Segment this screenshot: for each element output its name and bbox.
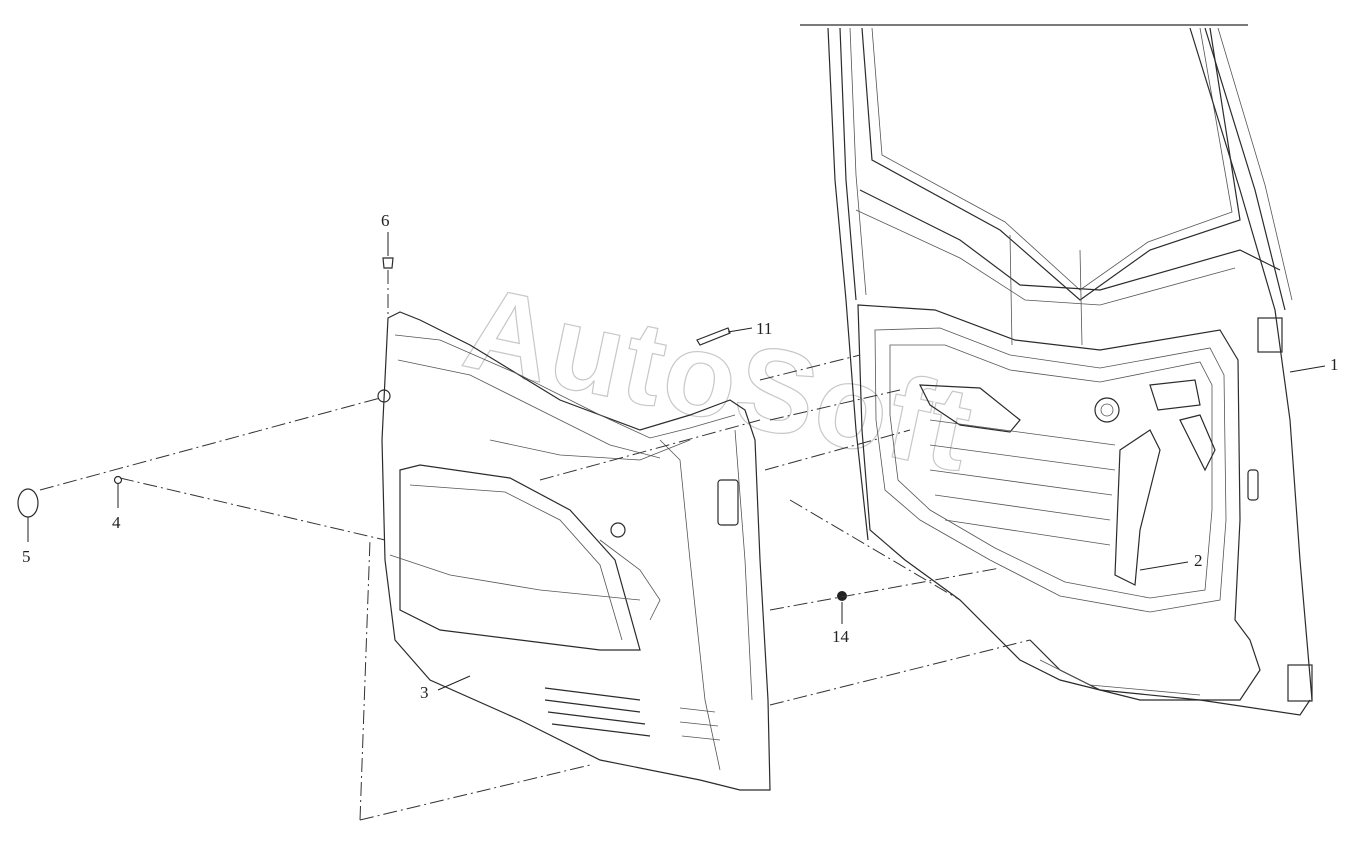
watermark: AutoSoft [453,261,984,498]
belt-line [859,189,1281,291]
panel-rib-5 [944,519,1111,546]
frame-right-pillar-outer [1189,27,1313,701]
axis-line-bottom [359,764,591,821]
window-opening-inner [871,27,1233,291]
clip-hole [610,522,626,538]
frame-vertical-marker-1 [1009,234,1013,346]
trim-panel-armrest-lower [489,439,691,461]
side-slot-2 [679,721,719,727]
callout-labels: 1 2 3 4 5 6 11 14 [22,211,1339,702]
axis-line-upper-1 [759,354,861,381]
door-trim-panel-part-3 [377,311,771,791]
handle-recess [717,479,739,526]
door-bottom-edge [1029,639,1311,716]
window-opening [861,27,1241,301]
panel-rib-3 [929,469,1113,496]
frame-left-pillar-edge [849,27,867,296]
panel-rib-1 [929,419,1116,446]
leader-11 [727,327,753,333]
door-frame-part-1 [800,24,1313,716]
handle-opening [1149,379,1201,411]
callout-3: 3 [420,683,429,702]
callout-6: 6 [381,211,390,230]
callout-5: 5 [22,547,31,566]
side-access-hole [1114,429,1161,586]
lower-hinge [1287,664,1313,702]
axis-line-upper-2 [769,389,901,421]
part-6-clip [382,257,394,269]
callout-1: 1 [1330,355,1339,374]
trim-panel-armrest-line [397,359,661,459]
map-pocket-lip [389,554,641,601]
side-slot-1 [679,707,716,713]
frame-right-pillar-inner [1204,27,1286,311]
trim-rear-edge [734,429,753,701]
map-pocket-rim [409,484,623,641]
screw-boss [377,389,391,403]
leader-3 [437,675,471,691]
callout-11: 11 [756,319,772,338]
trim-edge-strip [659,439,721,771]
map-pocket [399,464,641,651]
axis-line-14 [769,567,1001,611]
grille-slot-3 [547,711,646,725]
assembly-lines [39,270,1031,821]
axis-line-diagonal [789,499,961,601]
callout-leaders [27,232,1326,691]
speaker-hole [1094,397,1120,423]
panel-rib-2 [929,444,1116,471]
frame-left-pillar-inner [839,27,857,301]
callout-2: 2 [1194,551,1203,570]
pillar-slot [1247,469,1259,501]
grille-slot-2 [544,699,641,713]
belt-line-inner [855,209,1236,306]
watermark-text: AutoSoft [454,261,984,497]
frame-left-pillar-outer [827,27,869,541]
door-inner-panel-recess-edge [889,344,1213,599]
latch-opening [1179,414,1216,472]
door-inner-panel-recess [874,327,1227,613]
grille-slot-4 [551,723,651,737]
axis-line-5-to-boss [39,397,381,491]
leader-2 [1139,561,1189,571]
axis-line-left-vertical [359,539,371,821]
door-bottom-edge-inner [1039,659,1201,696]
speaker-hole-center [1100,403,1114,417]
pull-handle [599,539,661,621]
axis-line-4-to-panel [119,477,386,541]
side-slot-3 [681,735,721,741]
axis-line-lower [769,639,1031,706]
grille-slot-1 [544,687,641,701]
part-5-cap [17,488,39,518]
callout-14: 14 [832,627,850,646]
frame-vertical-marker-2 [1079,249,1083,346]
callout-4: 4 [112,513,121,532]
frame-right-pillar-edge [1217,27,1293,301]
leader-1 [1289,365,1326,373]
upper-access-hole [919,384,1021,433]
part-11-seal [696,327,731,346]
part-14-fastener [837,591,847,601]
part-4-screw [113,475,123,485]
axis-line-panel-cross [539,419,761,481]
trim-panel-top-ridge [394,334,736,439]
upper-hinge [1257,317,1283,353]
axis-line-upper-3 [764,429,911,471]
door-inner-panel [857,304,1261,701]
panel-rib-4 [934,494,1111,521]
